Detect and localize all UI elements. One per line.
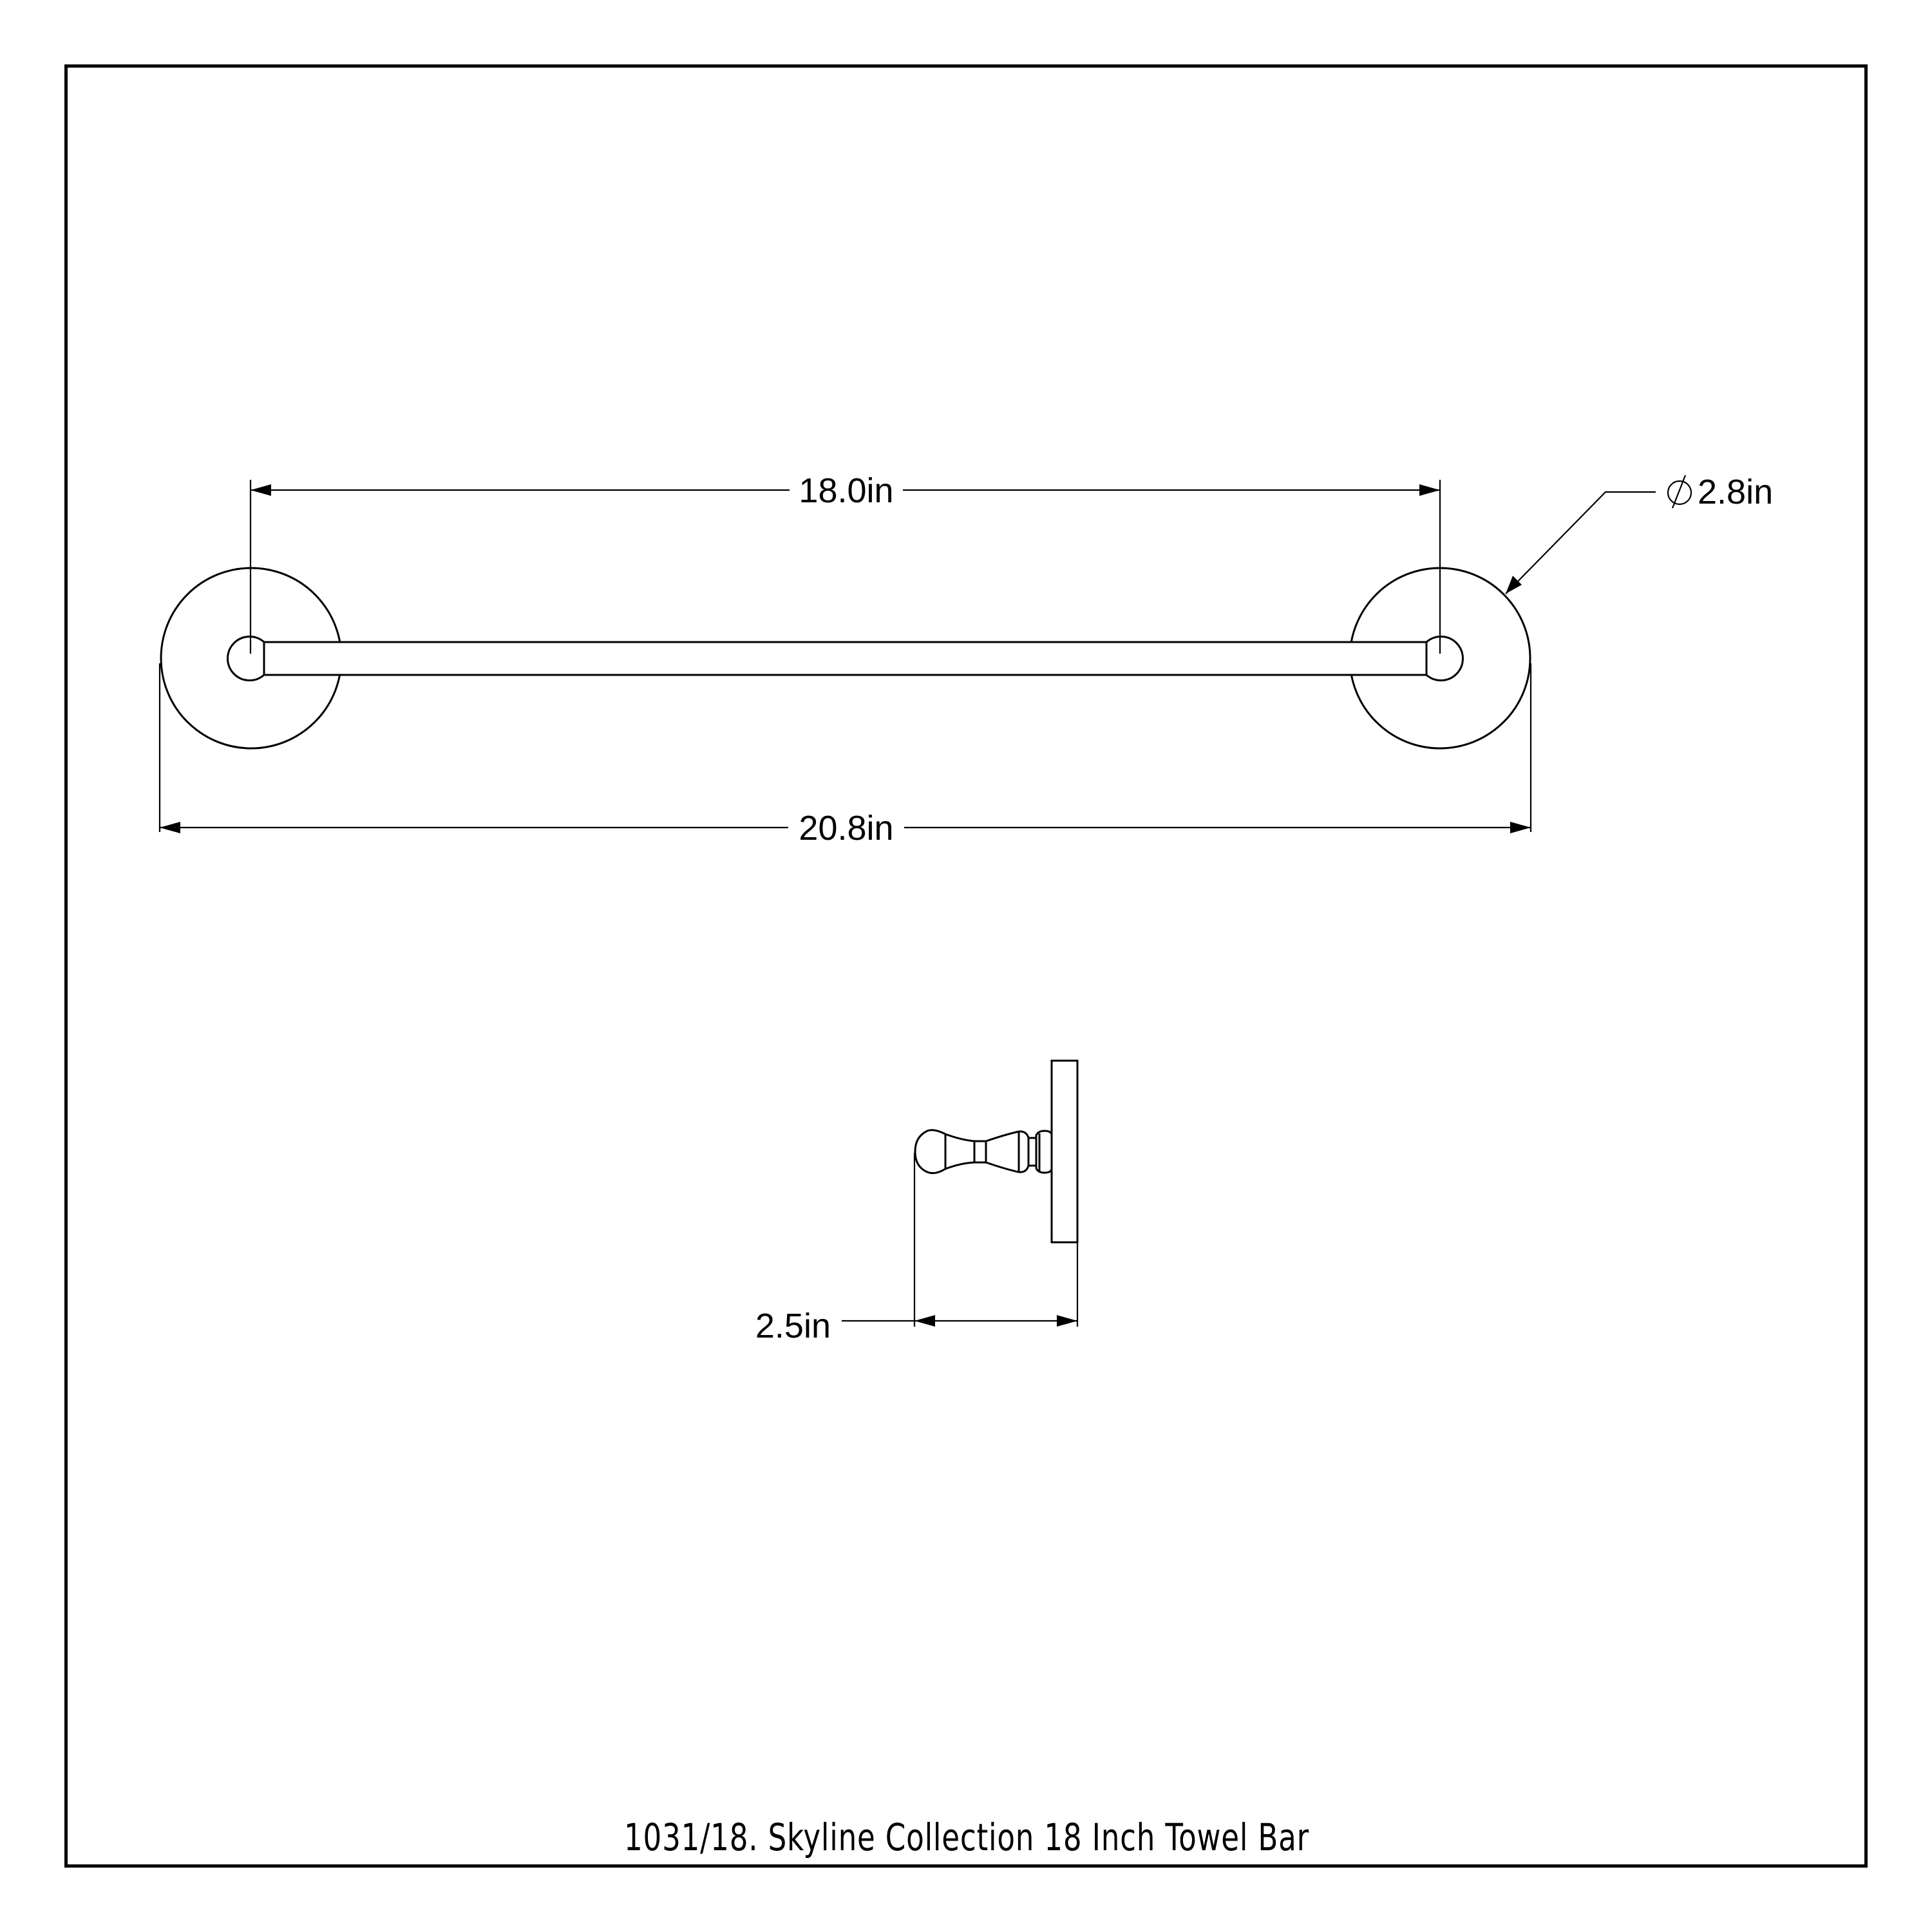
dimension-label-18in: 18.0in <box>799 471 893 510</box>
wall-plate <box>1050 1059 1079 1244</box>
dimension-flange-diameter: 2.8in <box>1505 473 1773 594</box>
dimension-label-2-5in: 2.5in <box>755 1307 831 1345</box>
dimension-label-20-8in: 20.8in <box>799 809 893 848</box>
sheet-border <box>64 64 1868 1868</box>
dimension-label-2-8in: 2.8in <box>1698 473 1773 511</box>
towel-bar <box>263 641 1428 676</box>
dimension-center-to-center: 18.0in <box>249 471 1441 654</box>
front-view: 18.0in 20.8in 2.8in <box>158 471 1773 848</box>
dimension-projection: 2.5in <box>755 1153 1079 1345</box>
left-end-cap <box>227 636 265 681</box>
diameter-icon <box>1667 475 1692 509</box>
drawing-title: 1031/18. Skyline Collection 18 Inch Towe… <box>624 1815 1309 1859</box>
right-end-cap <box>1425 636 1464 681</box>
bracket-post <box>914 1129 1053 1175</box>
side-view: 2.5in <box>755 1059 1079 1345</box>
dimension-overall-length: 20.8in <box>158 663 1532 848</box>
